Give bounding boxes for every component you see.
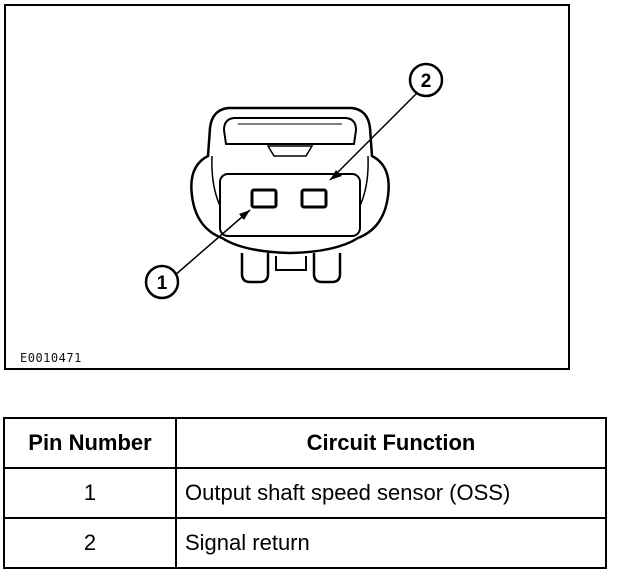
callout-label-1: 1 bbox=[157, 273, 168, 294]
table-row: 1 Output shaft speed sensor (OSS) bbox=[3, 467, 607, 519]
connector-face bbox=[219, 173, 361, 237]
connector-leg-left bbox=[240, 253, 270, 284]
circuit-function-cell: Signal return bbox=[175, 517, 607, 569]
table-header-row: Pin Number Circuit Function bbox=[3, 417, 607, 469]
terminal-pin-1 bbox=[250, 188, 278, 209]
figure-id-label: E0010471 bbox=[20, 351, 82, 365]
header-circuit-function: Circuit Function bbox=[175, 417, 607, 469]
pin-table: Pin Number Circuit Function 1 Output sha… bbox=[3, 417, 607, 569]
connector-leg-right bbox=[312, 253, 342, 284]
callout-circle-2 bbox=[408, 62, 444, 98]
callout-circle-1 bbox=[144, 264, 180, 300]
connector-key bbox=[275, 256, 307, 271]
connector-latch bbox=[222, 117, 358, 145]
header-pin-number: Pin Number bbox=[3, 417, 177, 469]
table-row: 2 Signal return bbox=[3, 517, 607, 569]
connector-diagram: 1 2 E0010471 bbox=[4, 4, 570, 370]
callout-label-2: 2 bbox=[421, 71, 432, 92]
terminal-pin-2 bbox=[300, 188, 328, 209]
leader-line-1 bbox=[173, 209, 251, 277]
pin-number-cell: 2 bbox=[3, 517, 177, 569]
connector-drawing: 1 2 bbox=[144, 62, 444, 300]
leader-line-2 bbox=[329, 91, 419, 181]
circuit-function-cell: Output shaft speed sensor (OSS) bbox=[175, 467, 607, 519]
pin-number-cell: 1 bbox=[3, 467, 177, 519]
